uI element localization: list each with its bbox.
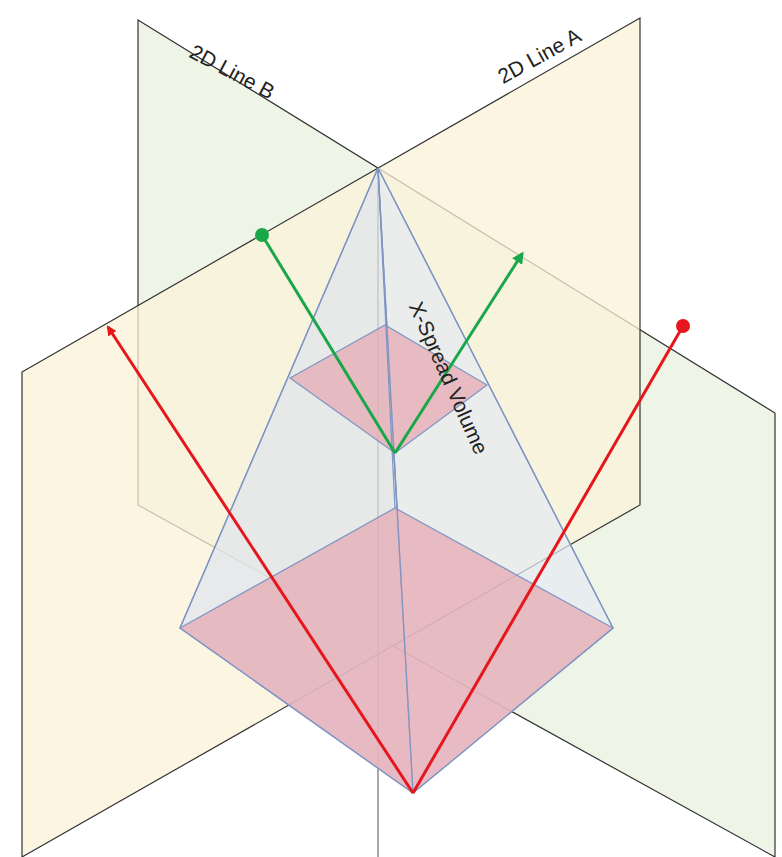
red-ray <box>108 327 413 793</box>
pyramid <box>180 168 613 793</box>
green-ray <box>262 235 395 453</box>
red-dot <box>676 319 690 333</box>
plane-a <box>22 18 640 857</box>
green-dot <box>255 228 269 242</box>
